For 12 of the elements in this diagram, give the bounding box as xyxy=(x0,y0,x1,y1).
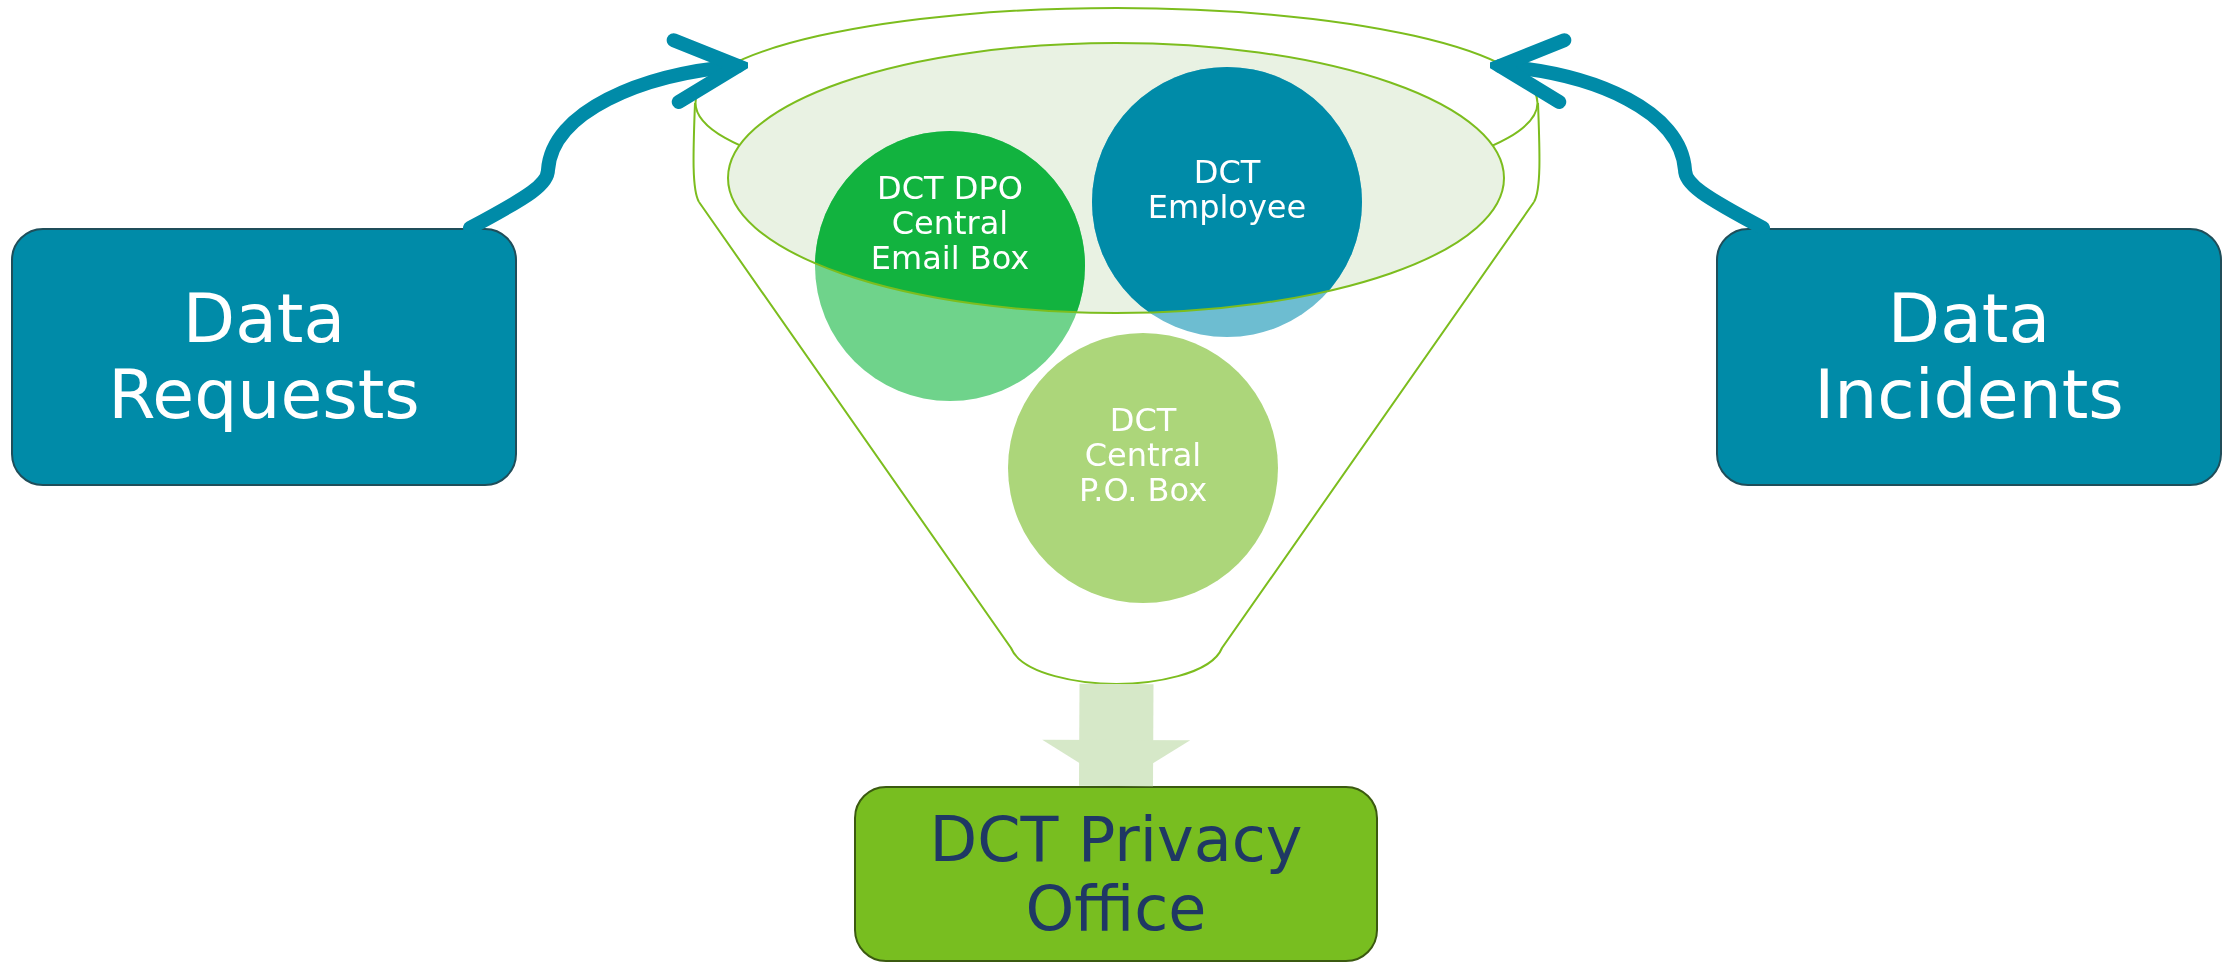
box-label: Data Requests xyxy=(107,280,421,434)
block-arrow xyxy=(1042,683,1191,787)
process-box xyxy=(11,228,517,486)
channel-circle xyxy=(1008,333,1278,603)
box-label: Data Incidents xyxy=(1813,280,2125,434)
box-label: DCT Privacy Office xyxy=(928,804,1304,944)
process-box xyxy=(1716,228,2222,486)
circle-label: DCT Central P.O. Box xyxy=(1077,403,1209,509)
circle-label: DCT Employee xyxy=(1146,155,1308,226)
channel-circle xyxy=(1092,67,1362,337)
circle-label: DCT DPO Central Email Box xyxy=(869,171,1031,277)
process-box xyxy=(854,786,1378,962)
